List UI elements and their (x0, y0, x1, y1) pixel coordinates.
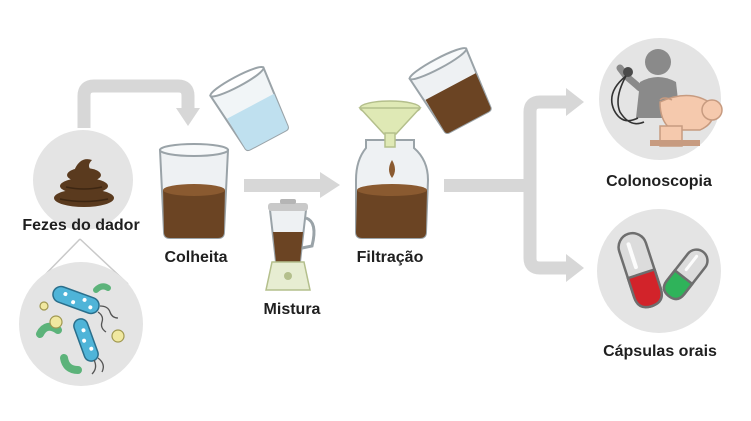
collection-beaker-icon (158, 143, 230, 239)
stool-icon (54, 159, 114, 207)
mixing-label: Mistura (264, 301, 321, 318)
arrow-filtration-to-outcomes (444, 88, 584, 282)
arrow-collection-to-filtration (244, 172, 340, 198)
filtration-flask-icon (355, 139, 430, 239)
arrow-feces-to-collection (77, 79, 200, 128)
doctor-patient-icon (610, 49, 723, 147)
oral-capsules-label: Cápsulas orais (603, 343, 717, 360)
blender-icon (265, 199, 316, 291)
capsules-icon (617, 231, 709, 309)
collection-label: Colheita (164, 249, 227, 266)
funnel-icon (358, 100, 422, 148)
bacteria-icon (36, 283, 125, 375)
filtration-label: Filtração (357, 249, 424, 266)
colonoscopy-label: Colonoscopia (606, 173, 712, 190)
donor-feces-label: Fezes do dador (22, 217, 139, 234)
pour-beaker-icon (408, 47, 492, 134)
water-beaker-icon (209, 65, 289, 152)
